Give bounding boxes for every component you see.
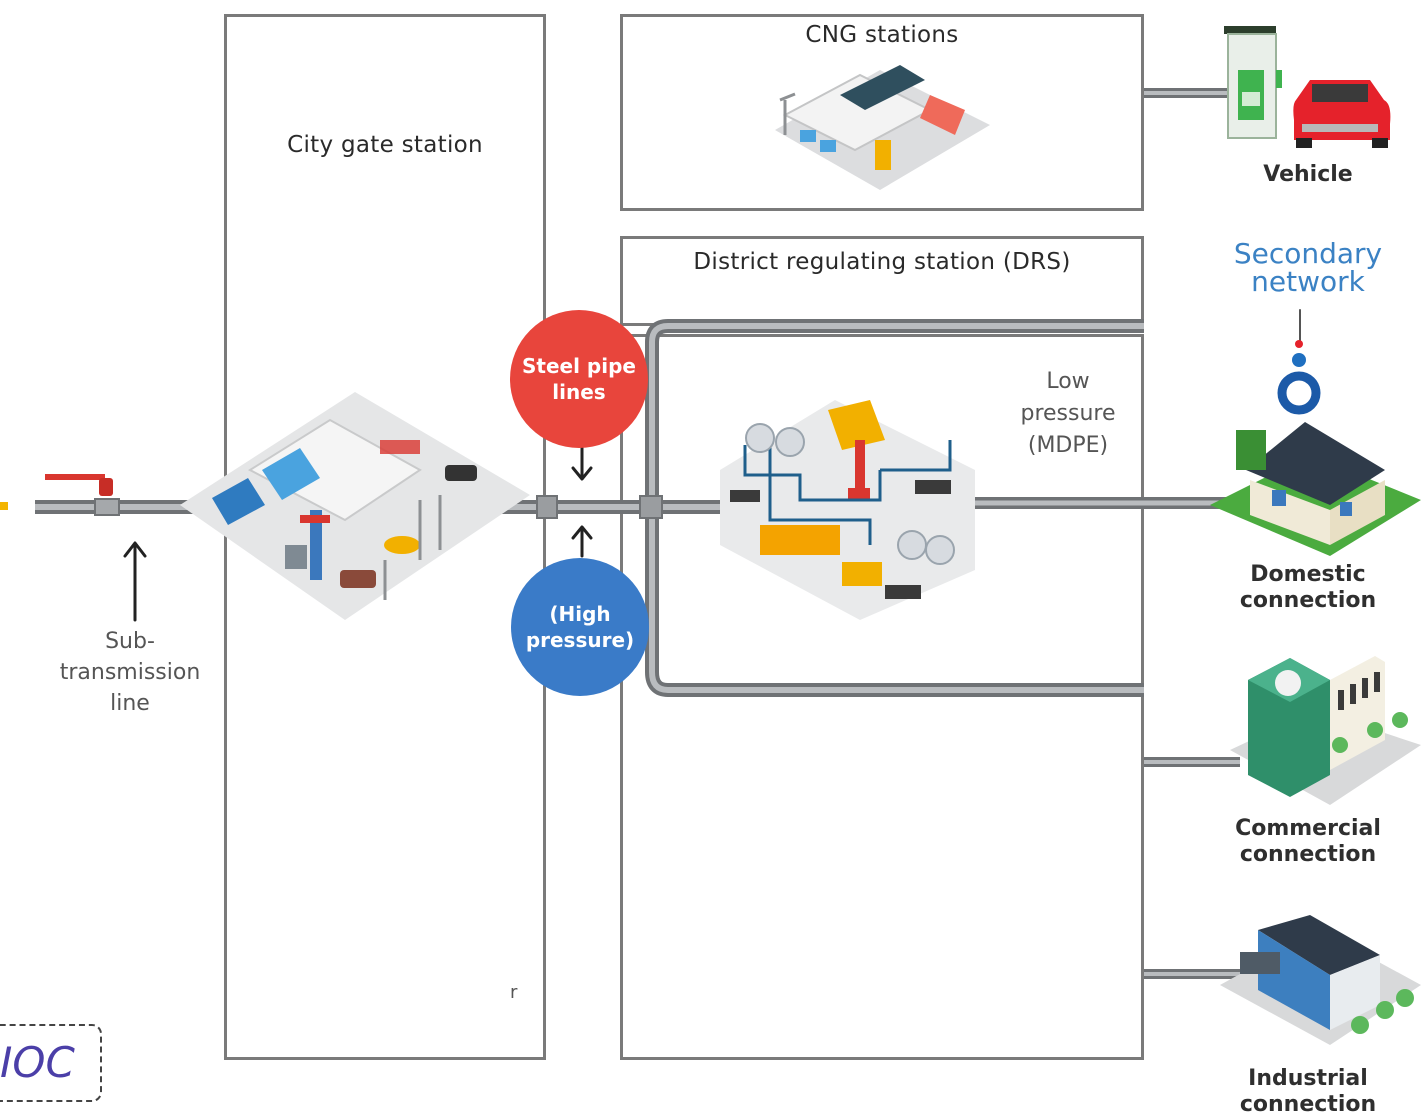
stray-mark: r <box>510 982 518 1003</box>
low-pressure-line-3: (MDPE) <box>1027 433 1109 458</box>
high-pressure-circle: (High pressure) <box>511 558 649 696</box>
vehicle-label: Vehicle <box>1263 162 1353 187</box>
low-pressure-line-2: pressure <box>1020 401 1116 426</box>
steel-pipe-lines-circle: Steel pipe lines <box>510 310 648 448</box>
low-pressure-line-1: Low <box>1046 369 1090 394</box>
sub-transmission-line-1: Sub- <box>105 629 155 654</box>
commercial-line-2: connection <box>1239 842 1377 867</box>
industrial-line-2: connection <box>1239 1092 1377 1117</box>
high-pressure-line-2: pressure) <box>525 628 635 652</box>
industrial-line-1: Industrial <box>1248 1066 1368 1091</box>
high-pressure-line-1: (High <box>549 602 611 626</box>
commercial-line-1: Commercial <box>1235 816 1381 841</box>
secondary-network-line-2: network <box>1251 265 1365 298</box>
watermark-logo: IOC <box>0 1024 102 1102</box>
sub-transmission-label: Sub- transmission line <box>40 626 220 719</box>
secondary-network-line-1: Secondary <box>1233 237 1383 270</box>
steel-pipe-line-2: lines <box>552 380 606 404</box>
steel-pipe-line-1: Steel pipe <box>522 354 636 378</box>
industrial-connection-label: Industrial connection <box>1208 1066 1408 1118</box>
domestic-line-1: Domestic <box>1250 562 1366 587</box>
secondary-network-label: Secondary network <box>1210 240 1406 296</box>
domestic-line-2: connection <box>1239 588 1377 613</box>
drs-label: District regulating station (DRS) <box>693 249 1071 275</box>
commercial-connection-label: Commercial connection <box>1208 816 1408 868</box>
sub-transmission-line-2: transmission <box>59 660 201 685</box>
cng-stations-label: CNG stations <box>805 22 959 48</box>
domestic-connection-label: Domestic connection <box>1208 562 1408 614</box>
low-pressure-label: Low pressure (MDPE) <box>1000 366 1136 462</box>
sub-transmission-line-3: line <box>110 691 150 716</box>
city-gate-station-label: City gate station <box>287 132 483 158</box>
